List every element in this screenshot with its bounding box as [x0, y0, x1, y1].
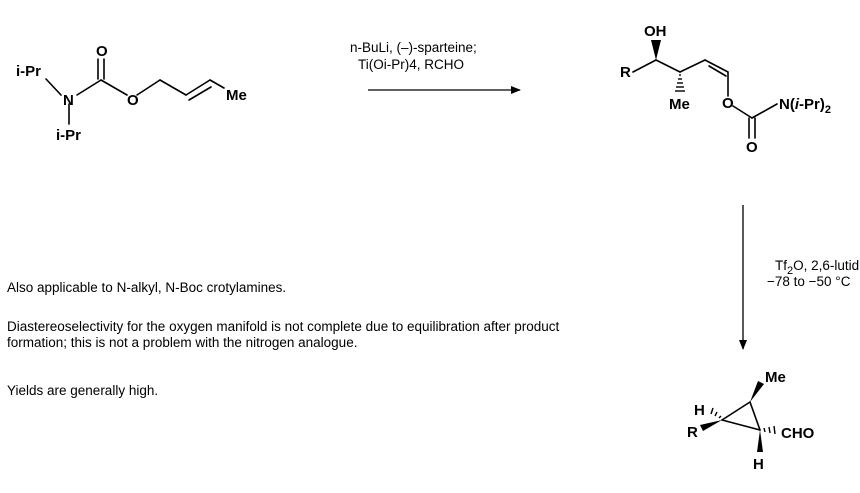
- label-o-ester-1: O: [127, 92, 139, 109]
- hash-h: [710, 407, 722, 419]
- label-n2: N(i-Pr)2: [779, 96, 831, 116]
- label-me-3: Me: [765, 369, 786, 386]
- label-ipr-a: i-Pr: [16, 63, 41, 80]
- label-h-2: H: [753, 456, 764, 473]
- label-oh: OH: [644, 23, 667, 40]
- reagent-step2-line2: −78 to −50 °C: [767, 274, 851, 289]
- note-scope: Also applicable to N-alkyl, N-Boc crotyl…: [7, 280, 287, 295]
- label-r-2: R: [687, 424, 698, 441]
- label-n1: N: [63, 92, 74, 109]
- label-h-1: H: [694, 402, 705, 419]
- wedge-me: [750, 381, 764, 402]
- hash-me: [675, 74, 685, 92]
- cyclopropane-product: [721, 401, 761, 431]
- label-ipr-b: i-Pr: [56, 127, 81, 144]
- intermediate-product: [632, 59, 778, 139]
- wedge-r: [700, 420, 722, 431]
- label-o-carbonyl-1: O: [96, 43, 108, 60]
- label-me-2: Me: [669, 96, 690, 113]
- label-o-carbonyl-2: O: [746, 139, 758, 156]
- reagent-step1-line2: Ti(Oi-Pr)4, RCHO: [358, 57, 464, 72]
- hash-cho: [763, 425, 776, 435]
- label-r-1: R: [620, 64, 631, 81]
- note-diastereoselectivity: Diastereoselectivity for the oxygen mani…: [7, 319, 560, 350]
- starting-material: [45, 58, 225, 125]
- reagent-step1-line1: n-BuLi, (–)-sparteine;: [350, 40, 477, 55]
- label-me-1: Me: [226, 87, 247, 104]
- label-o-ester-2: O: [722, 95, 734, 112]
- label-cho: CHO: [781, 425, 815, 442]
- note-yields: Yields are generally high.: [7, 383, 159, 398]
- wedge-h: [757, 430, 763, 452]
- wedge-oh: [651, 40, 661, 60]
- reagent-step2-line1: Tf2O, 2,6-lutidine: [775, 258, 860, 277]
